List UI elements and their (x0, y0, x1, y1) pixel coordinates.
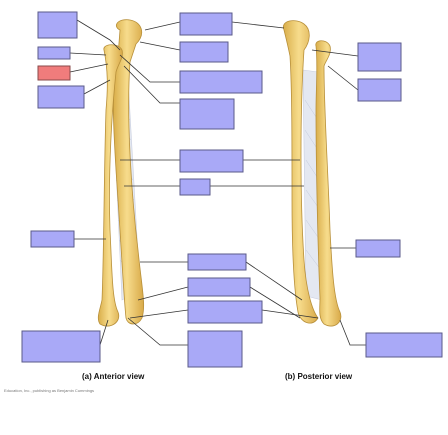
label-box-17 (357, 42, 402, 72)
label-box-5 (30, 230, 75, 248)
label-box-7 (179, 12, 233, 36)
label-box-9 (179, 70, 263, 94)
label-box-2 (37, 46, 71, 60)
label-box-1 (37, 11, 78, 39)
label-box-14 (187, 277, 251, 297)
publisher-credit: Education, Inc., publishing as Benjamin … (4, 388, 95, 393)
label-box-15 (187, 300, 263, 324)
caption-posterior-view: (b) Posterior view (285, 372, 353, 381)
posterior-radius (315, 40, 342, 327)
label-box-13 (187, 253, 247, 271)
label-box-16 (187, 330, 243, 368)
label-box-11 (179, 149, 244, 173)
label-box-12 (179, 178, 211, 196)
label-box-8 (179, 41, 229, 63)
label-box-19 (355, 239, 401, 258)
label-boxes (21, 11, 443, 368)
label-box-20 (365, 332, 443, 358)
label-box-10 (179, 98, 235, 130)
caption-anterior-view: (a) Anterior view (82, 372, 145, 381)
leader-lines (69, 19, 366, 346)
anterior-radius (97, 44, 123, 327)
label-box-6 (21, 330, 101, 363)
label-box-4 (37, 85, 85, 109)
label-box-18 (357, 78, 402, 102)
anterior-ulna (113, 19, 145, 325)
label-box-3-highlighted (37, 65, 71, 81)
